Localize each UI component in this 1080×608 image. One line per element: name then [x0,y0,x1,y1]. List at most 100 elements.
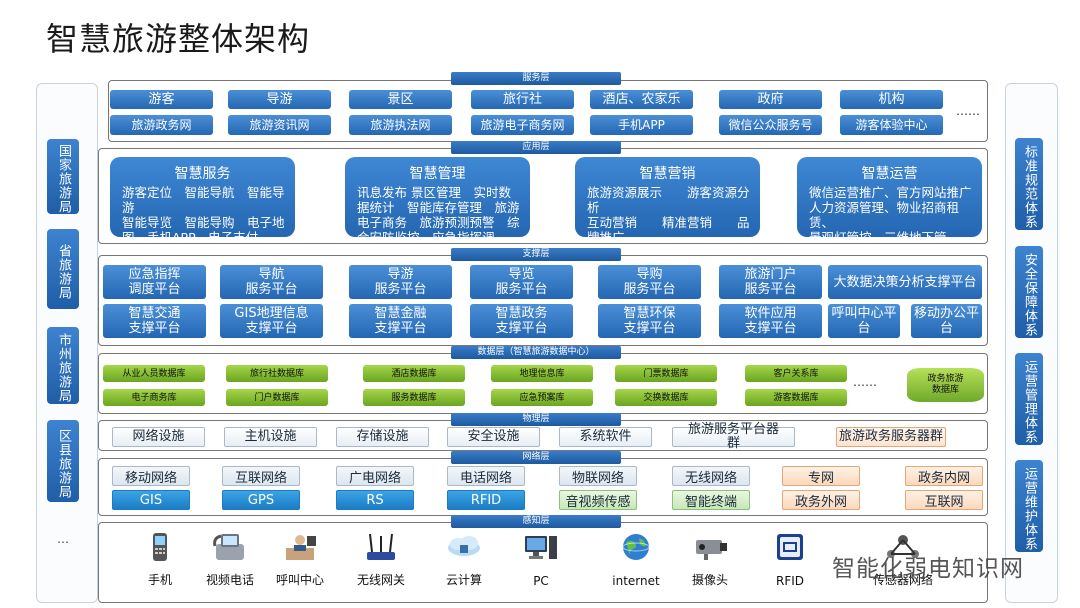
app-block-smart-service[interactable]: 智慧服务 游客定位 智能导航 智能导游 智能导览 智能导购 电子地图 手机APP… [110,157,295,237]
perception-device[interactable]: 传感器网络 [855,532,951,588]
left-item-county[interactable]: 区县旅游局 [47,420,79,502]
service-channel[interactable]: 旅游资讯网 [228,115,331,135]
network-item[interactable]: 物联网络 [559,466,637,486]
perception-device-label: 云计算 [445,573,482,587]
service-channel[interactable]: 手机APP [590,115,693,135]
service-channel[interactable]: 微信公众服务号 [719,115,822,135]
support-bigdata-platform[interactable]: 大数据决策分析支撑平台 [828,265,982,299]
physical-item[interactable]: 安全设施 [447,427,540,447]
left-item-province[interactable]: 省旅游局 [47,229,79,309]
data-db[interactable]: 地理信息库 [491,365,593,382]
data-db[interactable]: 客户关系库 [745,365,847,382]
perception-layer-label: 感知层 [451,515,621,528]
support-platform[interactable]: 软件应用 支撑平台 [719,304,822,338]
service-item[interactable]: 政府 [719,90,822,109]
right-item-operations-maintenance[interactable]: 运营维护体系 [1015,460,1043,552]
perception-device-label: RFID [775,574,805,588]
service-item[interactable]: 旅行社 [471,90,574,109]
service-channel[interactable]: 旅游执法网 [349,115,452,135]
network-item[interactable]: 政务内网 [905,466,983,486]
perception-device-label: 手机 [147,573,172,587]
service-item[interactable]: 游客 [110,90,213,109]
physical-item[interactable]: 主机设施 [224,427,317,447]
watermark-text: 智能化弱电知识网 [832,556,1024,582]
support-platform[interactable]: 导览 服务平台 [470,265,573,299]
service-more: …… [956,104,980,118]
network-tech[interactable]: 政务外网 [782,490,860,510]
service-item[interactable]: 景区 [349,90,452,109]
support-platform[interactable]: 导游 服务平台 [349,265,452,299]
app-block-smart-management[interactable]: 智慧管理 讯息发布 景区管理 实时数据统计 智能库存管理 旅游电子商务 旅游预测… [345,157,530,237]
service-channel[interactable]: 旅游政务网 [110,115,213,135]
support-platform[interactable]: 导购 服务平台 [598,265,701,299]
app-block-smart-operations[interactable]: 智慧运营 微信运营推广、官方网站推广 人力资源管理、物业招商租赁、 景观灯管控、… [797,157,982,237]
support-platform[interactable]: 应急指挥 调度平台 [103,265,206,299]
support-platform[interactable]: 智慧政务 支撑平台 [470,304,573,338]
data-db[interactable]: 服务数据库 [363,389,465,406]
network-tech[interactable]: RFID [447,490,525,510]
right-item-security[interactable]: 安全保障体系 [1015,246,1043,338]
service-item[interactable]: 导游 [228,90,331,109]
support-platform[interactable]: 智慧交通 支撑平台 [103,304,206,338]
network-tech[interactable]: RS [336,490,414,510]
data-db[interactable]: 电子商务库 [103,389,205,406]
physical-item[interactable]: 存储设施 [336,427,429,447]
perception-device[interactable]: 手机 [132,532,188,588]
service-channel[interactable]: 旅游电子商务网 [471,115,574,135]
perception-device[interactable]: PC [513,532,569,588]
support-callcenter-platform[interactable]: 呼叫中心平 台 [828,304,900,338]
data-db[interactable]: 门票数据库 [615,365,717,382]
perception-device[interactable]: 云计算 [433,532,495,588]
app-block-title: 智慧运营 [861,166,918,182]
app-block-title: 智慧营销 [639,166,696,182]
network-item[interactable]: 移动网络 [112,466,190,486]
network-item[interactable]: 无线网络 [672,466,750,486]
data-db[interactable]: 应急预案库 [491,389,593,406]
perception-device[interactable]: 摄像头 [682,532,738,588]
service-item[interactable]: 机构 [840,90,943,109]
application-layer-label: 应用层 [451,141,621,154]
network-tech[interactable]: 互联网 [905,490,983,510]
network-tech[interactable]: GPS [222,490,300,510]
network-tech[interactable]: GIS [112,490,190,510]
data-db[interactable]: 门户数据库 [226,389,328,406]
physical-item[interactable]: 系统软件 [559,427,652,447]
service-item[interactable]: 酒店、农家乐 [590,90,693,109]
support-platform[interactable]: 旅游门户 服务平台 [719,265,822,299]
data-db[interactable]: 旅行社数据库 [226,365,328,382]
perception-device[interactable]: internet [598,532,674,588]
data-gov-tourism-db[interactable]: 政务旅游 数据库 [907,368,984,402]
support-mobile-office-platform[interactable]: 移动办公平 台 [911,304,982,338]
page-title: 智慧旅游整体架构 [46,20,311,58]
perception-device[interactable]: 呼叫中心 [272,532,328,588]
network-tech[interactable]: 音视频传感 [559,490,637,510]
left-item-national[interactable]: 国家旅游局 [47,139,79,214]
perception-device-label: 摄像头 [691,573,728,587]
left-item-city[interactable]: 市州旅游局 [47,327,79,404]
support-platform[interactable]: GIS地理信息 支撑平台 [220,304,323,338]
data-db[interactable]: 游客数据库 [745,389,847,406]
network-item[interactable]: 互联网络 [222,466,300,486]
data-db[interactable]: 酒店数据库 [363,365,465,382]
perception-device[interactable]: 视频电话 [202,532,258,588]
app-block-smart-marketing[interactable]: 智慧营销 旅游资源展示 游客资源分析 互动营销 精准营销 品牌推广 [575,157,760,237]
network-item[interactable]: 电话网络 [447,466,525,486]
data-more: …… [853,375,877,389]
right-item-operations-management[interactable]: 运营管理体系 [1015,353,1043,445]
data-db[interactable]: 交换数据库 [615,389,717,406]
network-tech[interactable]: 智能终端 [672,490,750,510]
physical-item[interactable]: 网络设施 [112,427,205,447]
physical-layer-label: 物理层 [451,413,621,426]
network-item[interactable]: 专网 [782,466,860,486]
right-item-standard[interactable]: 标准规范体系 [1015,138,1043,230]
perception-device[interactable]: RFID [762,532,818,588]
physical-item[interactable]: 旅游政务服务器群 [836,427,946,447]
perception-device[interactable]: 无线网关 [348,532,414,588]
support-platform[interactable]: 智慧金融 支撑平台 [349,304,452,338]
network-item[interactable]: 广电网络 [336,466,414,486]
support-platform[interactable]: 导航 服务平台 [220,265,323,299]
support-platform[interactable]: 智慧环保 支撑平台 [598,304,701,338]
service-channel[interactable]: 游客体验中心 [840,115,943,135]
physical-item[interactable]: 旅游服务平台器 群 [672,423,795,451]
data-db[interactable]: 从业人员数据库 [103,365,205,382]
